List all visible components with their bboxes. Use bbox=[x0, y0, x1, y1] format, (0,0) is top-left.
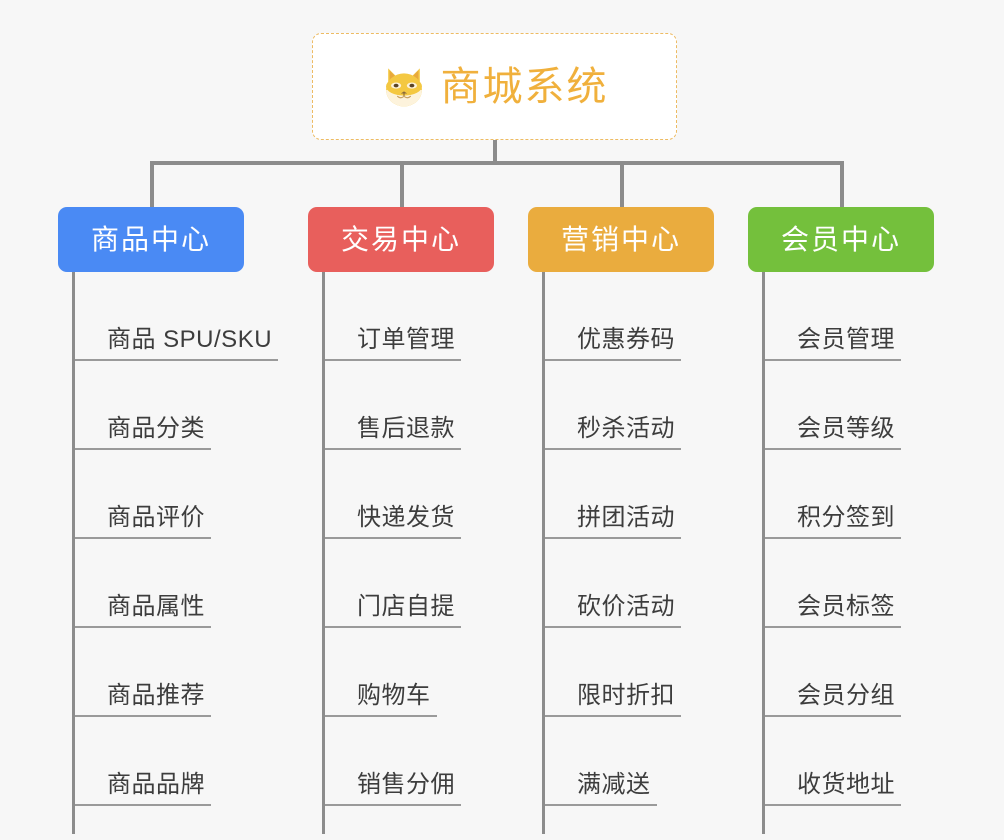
connector-drop-2 bbox=[400, 161, 404, 209]
connector-drop-1 bbox=[150, 161, 154, 209]
leaf-label: 商品评价 bbox=[107, 503, 205, 531]
leaf-item[interactable]: 门店自提 bbox=[325, 539, 461, 628]
category-label-product: 商品中心 bbox=[90, 223, 211, 255]
leaf-spine-member bbox=[762, 272, 765, 834]
leaf-label: 积分签到 bbox=[797, 503, 895, 531]
leaf-label: 商品属性 bbox=[107, 592, 205, 620]
leaf-item[interactable]: 优惠券码 bbox=[545, 272, 681, 361]
leaf-label: 购物车 bbox=[357, 681, 431, 709]
leaf-item[interactable]: 会员管理 bbox=[765, 272, 901, 361]
leaf-item[interactable]: 商品推荐 bbox=[75, 628, 211, 717]
leaf-label: 限时折扣 bbox=[577, 681, 675, 709]
category-box-product[interactable]: 商品中心 bbox=[58, 207, 244, 272]
category-label-trade: 交易中心 bbox=[340, 223, 461, 255]
leaf-item[interactable]: 商品评价 bbox=[75, 450, 211, 539]
connector-horizontal-bus bbox=[150, 161, 844, 165]
leaf-item[interactable]: 积分签到 bbox=[765, 450, 901, 539]
category-box-marketing[interactable]: 营销中心 bbox=[528, 207, 714, 272]
connector-drop-3 bbox=[620, 161, 624, 209]
leaf-label: 砍价活动 bbox=[577, 592, 675, 620]
leaf-label: 售后退款 bbox=[357, 414, 455, 442]
leaf-label: 会员等级 bbox=[797, 414, 895, 442]
category-box-trade[interactable]: 交易中心 bbox=[308, 207, 494, 272]
leaf-item[interactable]: 会员标签 bbox=[765, 539, 901, 628]
leaf-item[interactable]: 商品品牌 bbox=[75, 717, 211, 806]
leaf-item[interactable]: 满减送 bbox=[545, 717, 657, 806]
leaf-item[interactable]: 商品 SPU/SKU bbox=[75, 272, 279, 361]
leaf-label: 商品品牌 bbox=[107, 770, 205, 798]
leaf-item[interactable]: 砍价活动 bbox=[545, 539, 681, 628]
leaf-item[interactable]: 会员等级 bbox=[765, 361, 901, 450]
root-node[interactable]: 商城系统 bbox=[312, 33, 677, 140]
leaf-label: 商品 SPU/SKU bbox=[107, 325, 273, 353]
leaf-item[interactable]: 限时折扣 bbox=[545, 628, 681, 717]
category-box-member[interactable]: 会员中心 bbox=[748, 207, 934, 272]
leaf-item[interactable]: 商品分类 bbox=[75, 361, 211, 450]
leaf-item[interactable]: 销售分佣 bbox=[325, 717, 461, 806]
leaf-item[interactable]: 秒杀活动 bbox=[545, 361, 681, 450]
leaf-label: 秒杀活动 bbox=[577, 414, 675, 442]
leaf-item[interactable]: 售后退款 bbox=[325, 361, 461, 450]
leaf-label: 商品分类 bbox=[107, 414, 205, 442]
shiba-dog-icon bbox=[385, 67, 422, 106]
leaf-item[interactable]: 拼团活动 bbox=[545, 450, 681, 539]
leaf-label: 会员标签 bbox=[797, 592, 895, 620]
root-node-label: 商城系统 bbox=[440, 64, 609, 109]
leaf-label: 商品推荐 bbox=[107, 681, 205, 709]
connector-drop-4 bbox=[840, 161, 844, 209]
category-label-member: 会员中心 bbox=[780, 223, 901, 255]
leaf-label: 门店自提 bbox=[357, 592, 455, 620]
leaf-label: 快递发货 bbox=[357, 503, 455, 531]
leaf-label: 收货地址 bbox=[797, 770, 895, 798]
leaf-spine-marketing bbox=[542, 272, 545, 834]
leaf-label: 会员分组 bbox=[797, 681, 895, 709]
leaf-item[interactable]: 会员分组 bbox=[765, 628, 901, 717]
leaf-spine-product bbox=[72, 272, 75, 834]
leaf-spine-trade bbox=[322, 272, 325, 834]
leaf-item[interactable]: 收货地址 bbox=[765, 717, 901, 806]
leaf-item[interactable]: 购物车 bbox=[325, 628, 437, 717]
connector-root-stem bbox=[493, 140, 497, 164]
leaf-label: 拼团活动 bbox=[577, 503, 675, 531]
category-label-marketing: 营销中心 bbox=[560, 223, 681, 255]
leaf-label: 销售分佣 bbox=[357, 770, 455, 798]
leaf-item[interactable]: 快递发货 bbox=[325, 450, 461, 539]
leaf-item[interactable]: 订单管理 bbox=[325, 272, 461, 361]
leaf-item[interactable]: 商品属性 bbox=[75, 539, 211, 628]
leaf-label: 优惠券码 bbox=[577, 325, 675, 353]
leaf-label: 订单管理 bbox=[357, 325, 455, 353]
leaf-label: 满减送 bbox=[577, 770, 651, 798]
leaf-label: 会员管理 bbox=[797, 325, 895, 353]
